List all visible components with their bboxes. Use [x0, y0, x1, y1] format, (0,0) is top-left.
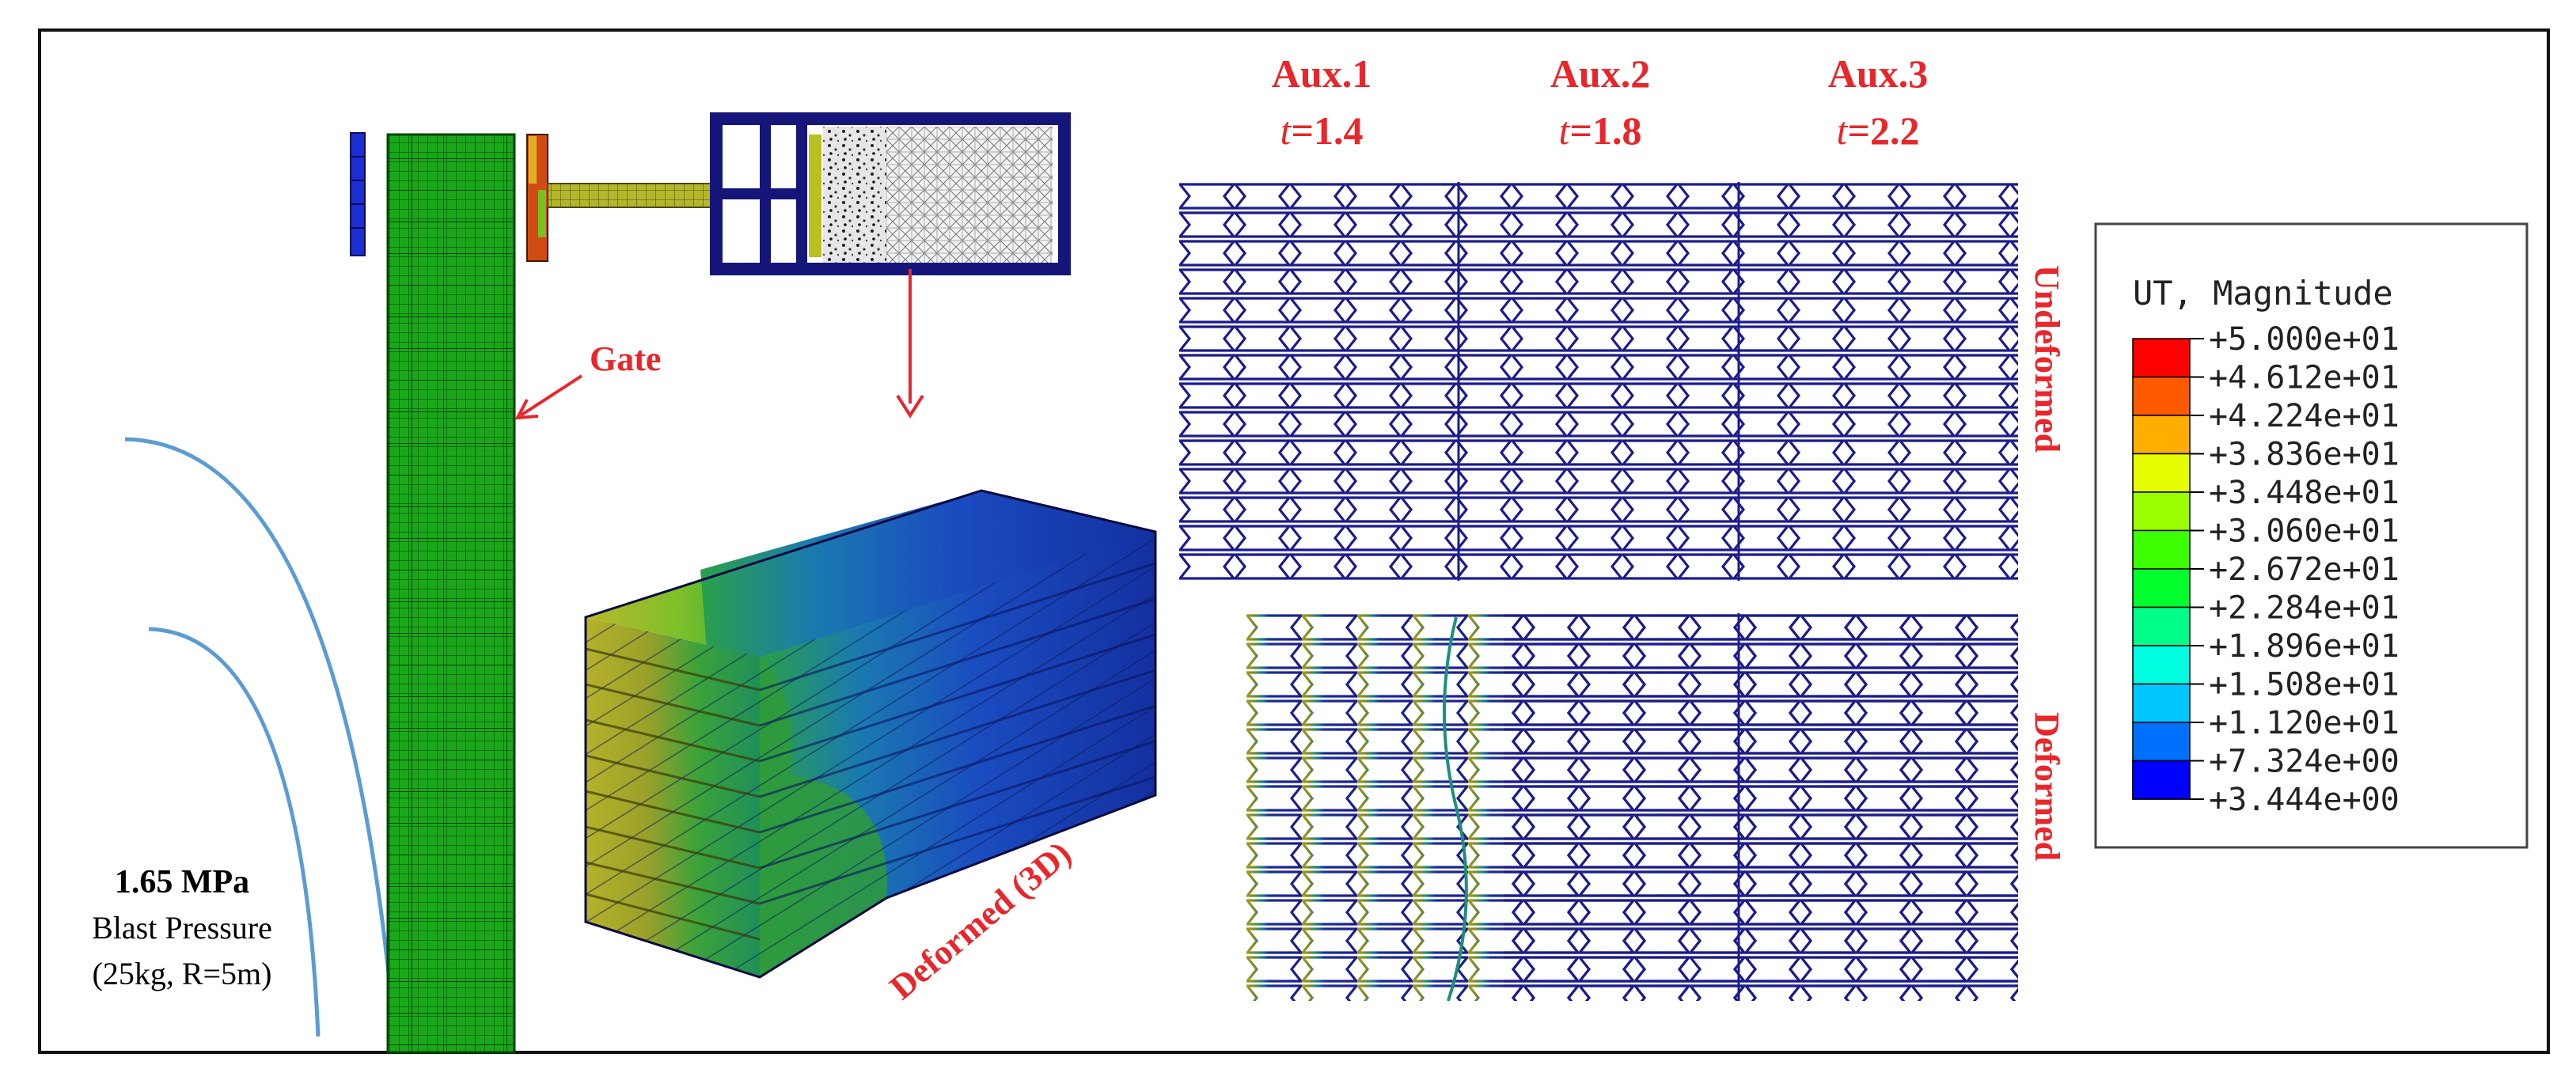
row-label-deformed: Deformed — [2028, 712, 2066, 861]
legend-swatch — [2132, 415, 2191, 455]
absorber-housing — [710, 112, 1071, 275]
legend-value: +3.444e+00 — [2209, 782, 2400, 818]
blast-pressure-value: 1.65 MPa — [115, 864, 249, 900]
column-t-symbol-aux2: t — [1559, 108, 1571, 153]
legend-swatch — [2132, 760, 2191, 800]
gate-label: Gate — [590, 339, 661, 378]
deformed-lattice — [1246, 613, 2018, 1002]
legend-swatch — [2132, 491, 2191, 532]
row-label-undeformed: Undeformed — [2028, 265, 2066, 453]
legend-value: +1.508e+01 — [2209, 667, 2400, 703]
zoom-arrow — [896, 269, 924, 419]
column-header-aux3: Aux.3 — [1828, 51, 1928, 96]
column-header-aux2: Aux.2 — [1550, 51, 1650, 96]
blast-condition: (25kg, R=5m) — [93, 956, 272, 991]
column-t-symbol-aux3: t — [1837, 108, 1849, 153]
gate-arrow — [514, 374, 583, 420]
svg-text:t=1.4: t=1.4 — [1280, 108, 1364, 153]
column-t-symbol-aux1: t — [1280, 108, 1292, 153]
sensor-strip — [350, 132, 366, 256]
undeformed-lattice — [1179, 182, 2018, 581]
legend-value: +1.896e+01 — [2209, 628, 2400, 665]
legend-value: +2.672e+01 — [2209, 551, 2400, 588]
legend-swatch — [2132, 568, 2191, 608]
legend-swatch — [2132, 645, 2191, 685]
legend-value: +5.000e+01 — [2209, 321, 2400, 358]
svg-text:t=1.8: t=1.8 — [1559, 108, 1642, 153]
legend-value: +4.612e+01 — [2209, 360, 2400, 396]
legend-swatch — [2132, 722, 2191, 762]
gate-column — [386, 133, 516, 1054]
blast-pressure-label: Blast Pressure — [92, 910, 272, 946]
column-t-value-aux1: =1.4 — [1291, 108, 1363, 153]
legend-value: +4.224e+01 — [2209, 398, 2400, 434]
blast-wave-inner — [148, 627, 321, 1037]
legend-value: +1.120e+01 — [2209, 705, 2400, 741]
blast-wave-outer — [124, 437, 392, 982]
legend-value: +7.324e+00 — [2209, 744, 2400, 780]
legend-swatch — [2132, 453, 2191, 493]
column-t-value-aux3: =2.2 — [1847, 108, 1919, 153]
svg-text:t=2.2: t=2.2 — [1837, 108, 1920, 153]
legend-swatch — [2132, 338, 2191, 378]
legend-value: +2.284e+01 — [2209, 590, 2400, 627]
color-legend: UT, Magnitude +5.000e+01+4.612e+01+4.224… — [2094, 222, 2529, 849]
column-t-value-aux2: =1.8 — [1569, 108, 1641, 153]
legend-title: UT, Magnitude — [2133, 274, 2393, 313]
deformed-3d-block — [584, 489, 1157, 979]
legend-swatch — [2132, 683, 2191, 723]
legend-swatch — [2132, 376, 2191, 416]
gate-hinge — [526, 134, 548, 262]
legend-value: +3.836e+01 — [2209, 437, 2400, 473]
legend-swatch — [2132, 529, 2191, 570]
column-headers: Aux.1 t=1.4 Aux.2 t=1.8 Aux.3 t=2.2 — [1272, 51, 1928, 153]
legend-value: +3.060e+01 — [2209, 514, 2400, 550]
legend-value: +3.448e+01 — [2209, 475, 2400, 511]
legend-swatch — [2132, 606, 2191, 646]
column-header-aux1: Aux.1 — [1272, 51, 1371, 96]
